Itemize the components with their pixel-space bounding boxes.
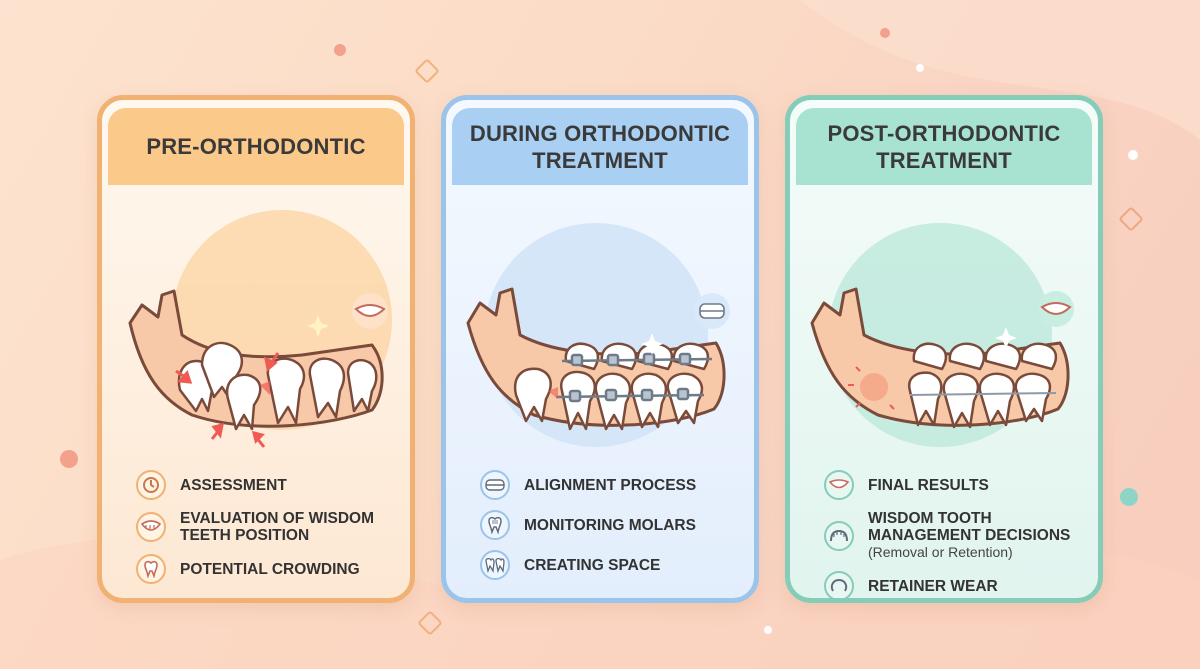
item-label: CREATING SPACE xyxy=(524,556,661,574)
decor-dot xyxy=(916,64,924,72)
jaw-illustration-braces xyxy=(466,223,730,447)
list-item: EVALUATION OF WISDOM TEETH POSITION xyxy=(136,510,406,544)
jaw-illustration-crowded xyxy=(128,210,392,448)
item-label: ASSESSMENT xyxy=(180,476,287,494)
card-title: POST-ORTHODONTIC TREATMENT xyxy=(796,108,1092,185)
decor-dot xyxy=(1120,488,1138,506)
item-label: FINAL RESULTS xyxy=(868,476,989,494)
list-item: RETAINER WEAR xyxy=(824,571,1094,598)
item-label-main: WISDOM TOOTH MANAGEMENT DECISIONS xyxy=(868,510,1071,544)
decor-dot xyxy=(334,44,346,56)
card-during-orthodontic: DURING ORTHODONTIC TREATMENT xyxy=(441,95,759,603)
checklist: ASSESSMENT EVALUATION OF WISDOM TEETH PO… xyxy=(136,470,406,594)
crowded-teeth-icon xyxy=(136,512,166,542)
card-title: PRE-ORTHODONTIC xyxy=(108,108,404,185)
smile-icon xyxy=(824,470,854,500)
item-label: ALIGNMENT PROCESS xyxy=(524,476,697,494)
item-label-sub: (Removal or Retention) xyxy=(868,544,1013,560)
braces-icon xyxy=(480,470,510,500)
retainer-icon xyxy=(824,520,854,551)
tooth-icon xyxy=(136,554,166,584)
item-label: POTENTIAL CROWDING xyxy=(180,560,360,578)
card-post-orthodontic: POST-ORTHODONTIC TREATMENT xyxy=(785,95,1103,603)
card-pre-orthodontic: PRE-ORTHODONTIC xyxy=(97,95,415,603)
checklist: ALIGNMENT PROCESS MONITORING MOLARS CREA… xyxy=(480,470,750,590)
decor-dot xyxy=(764,626,772,634)
card-title: DURING ORTHODONTIC TREATMENT xyxy=(452,108,748,185)
list-item: WISDOM TOOTH MANAGEMENT DECISIONS (Remov… xyxy=(824,510,1094,561)
retainer-wire-icon xyxy=(824,571,854,598)
list-item: POTENTIAL CROWDING xyxy=(136,554,406,584)
list-item: FINAL RESULTS xyxy=(824,470,1094,500)
item-label: WISDOM TOOTH MANAGEMENT DECISIONS (Remov… xyxy=(868,510,1094,561)
list-item: ASSESSMENT xyxy=(136,470,406,500)
checklist: FINAL RESULTS WISDOM TOOTH MANAGEMENT DE… xyxy=(824,470,1094,598)
list-item: MONITORING MOLARS xyxy=(480,510,750,540)
teeth-space-icon xyxy=(480,550,510,580)
clock-icon xyxy=(136,470,166,500)
decor-dot xyxy=(1128,150,1138,160)
item-label: EVALUATION OF WISDOM TEETH POSITION xyxy=(180,510,375,544)
decor-dot xyxy=(880,28,890,38)
molar-bracket-icon xyxy=(480,510,510,540)
list-item: CREATING SPACE xyxy=(480,550,750,580)
list-item: ALIGNMENT PROCESS xyxy=(480,470,750,500)
item-label: MONITORING MOLARS xyxy=(524,516,696,534)
item-label: RETAINER WEAR xyxy=(868,577,998,595)
decor-dot xyxy=(60,450,78,468)
jaw-illustration-aligned xyxy=(810,223,1074,447)
